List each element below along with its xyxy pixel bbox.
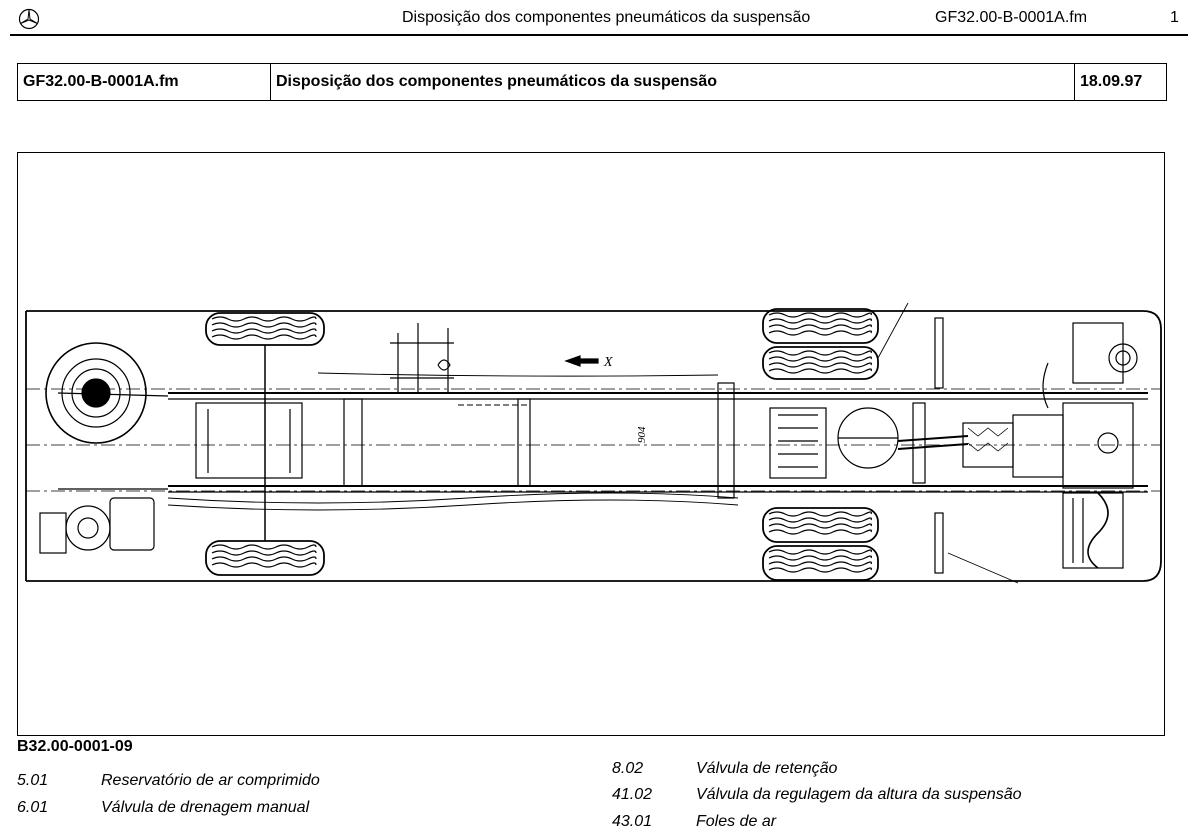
direction-arrow <box>564 355 599 367</box>
chassis-drawing: X 904 <box>25 302 1162 584</box>
rear-marker-bars <box>934 317 944 574</box>
engine-unit <box>962 322 1138 569</box>
document-info-table: GF32.00-B-0001A.fm Disposição dos compon… <box>17 63 1167 101</box>
header-title: Disposição dos componentes pneumáticos d… <box>402 9 811 26</box>
air-piping <box>167 302 1019 584</box>
figure-id: B32.00-0001-09 <box>17 738 133 755</box>
header-page-number: 1 <box>1170 9 1179 26</box>
front-axle-wheels <box>195 312 325 576</box>
legend-text: Reservatório de ar comprimido <box>101 772 320 789</box>
info-date-cell: 18.09.97 <box>1080 73 1143 90</box>
direction-label: X <box>603 355 613 370</box>
legend-number: 8.02 <box>612 760 644 777</box>
header-file-name: GF32.00-B-0001A.fm <box>935 9 1088 26</box>
info-file-cell: GF32.00-B-0001A.fm <box>18 64 271 100</box>
dimension-label: 904 <box>636 426 648 443</box>
legend-text: Válvula de retenção <box>696 760 838 777</box>
chassis-drawing-frame: X 904 <box>17 152 1165 736</box>
drive-shaft <box>897 435 969 450</box>
legend-number: 41.02 <box>612 786 653 803</box>
legend-text: Válvula da regulagem da altura da suspen… <box>696 786 1022 803</box>
legend-number: 6.01 <box>17 799 49 816</box>
rear-axle-wheels <box>762 308 899 581</box>
mercedes-star-icon <box>18 8 40 30</box>
legend-text: Foles de ar <box>696 813 777 830</box>
crossmembers <box>343 323 926 499</box>
spare-wheel <box>45 342 147 444</box>
info-title-cell: Disposição dos componentes pneumáticos d… <box>271 64 1075 100</box>
frame-rails <box>57 392 1148 493</box>
legend-number: 43.01 <box>612 813 653 830</box>
legend-number: 5.01 <box>17 772 49 789</box>
air-reservoir-front <box>39 497 155 554</box>
legend-text: Válvula de drenagem manual <box>101 799 310 816</box>
page-header: Disposição dos componentes pneumáticos d… <box>10 0 1188 36</box>
